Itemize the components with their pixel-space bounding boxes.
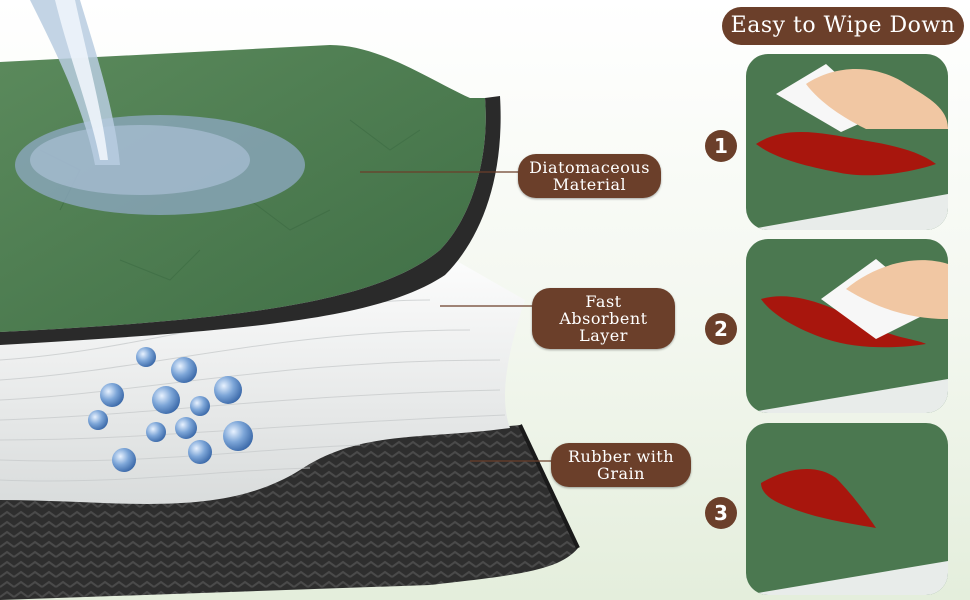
label-diatomaceous-line1: Diatomaceous: [529, 158, 650, 177]
sauce-smear-3: [761, 468, 876, 528]
label-diatomaceous: Diatomaceous Material: [518, 154, 661, 198]
label-absorbent: Fast Absorbent Layer: [532, 288, 675, 349]
step-number-3: 3: [705, 497, 737, 529]
label-rubber-line2: Grain: [597, 464, 645, 483]
label-rubber-line1: Rubber with: [567, 447, 675, 466]
water-splash: [15, 0, 305, 215]
step-number-2: 2: [705, 313, 737, 345]
step-number-1: 1: [705, 130, 737, 162]
label-absorbent-line2: Layer: [579, 326, 628, 345]
step-panel-1: [746, 54, 948, 230]
step-panel-3: [746, 423, 948, 595]
water-droplets: [88, 347, 253, 472]
hand-2: [846, 260, 948, 319]
label-rubber: Rubber with Grain: [551, 443, 691, 487]
title-badge: Easy to Wipe Down: [722, 7, 964, 45]
label-diatomaceous-line2: Material: [552, 175, 627, 194]
step-panel-2: [746, 239, 948, 413]
hand-1: [806, 69, 948, 129]
label-absorbent-line1: Fast Absorbent: [559, 292, 648, 328]
label-pointers: [360, 171, 552, 462]
sauce-smear-1: [756, 132, 936, 176]
